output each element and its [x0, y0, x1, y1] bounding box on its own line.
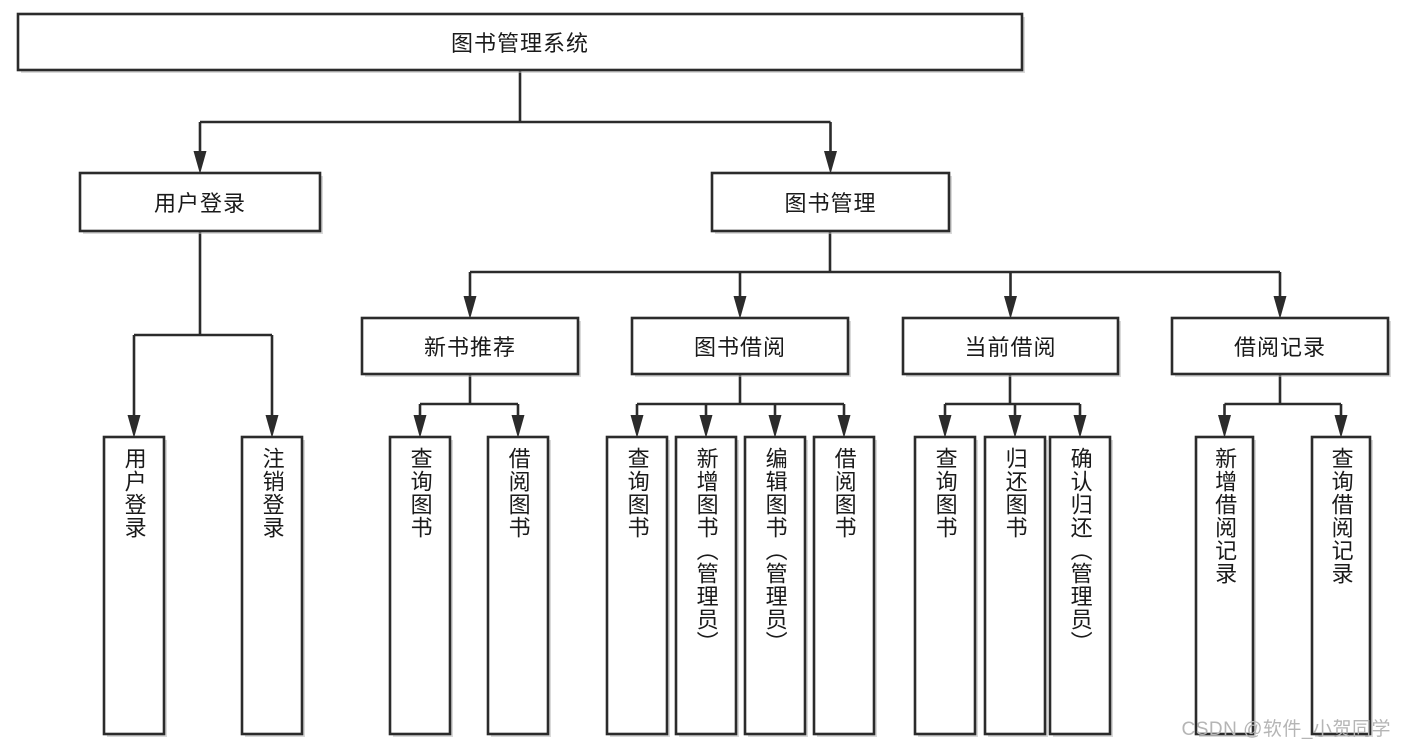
node-leaf-borrow-book-recommend[interactable] [486, 435, 551, 737]
node-leaf-borrow-book[interactable] [812, 435, 877, 737]
node-leaf-query-book-current[interactable] [913, 435, 978, 737]
connector-root-to-level1 [193, 70, 837, 174]
connector-recommend-to-leaves [413, 374, 525, 438]
node-book-borrow[interactable] [630, 316, 851, 377]
node-leaf-user-login[interactable] [102, 435, 167, 737]
node-current-borrow[interactable] [901, 316, 1121, 377]
node-leaf-add-borrow-record[interactable] [1194, 435, 1256, 737]
node-leaf-query-borrow-record[interactable] [1310, 435, 1373, 737]
node-new-book-recommend[interactable] [360, 316, 581, 377]
connector-borrow-to-leaves [630, 374, 851, 438]
connector-record-to-leaves [1218, 374, 1348, 438]
connector-layer [127, 70, 1348, 438]
node-leaf-query-book-recommend[interactable] [388, 435, 453, 737]
node-leaf-logout[interactable] [240, 435, 305, 737]
node-leaf-edit-book-admin[interactable] [743, 435, 808, 737]
node-leaf-add-book-admin[interactable] [674, 435, 739, 737]
connector-current-to-leaves [938, 374, 1087, 438]
node-root[interactable] [16, 12, 1025, 73]
node-leaf-confirm-return-admin[interactable] [1048, 435, 1113, 737]
node-borrow-record[interactable] [1170, 316, 1391, 377]
node-leaf-query-book-borrow[interactable] [605, 435, 670, 737]
connector-user-login-to-leaves [127, 231, 279, 438]
connector-bookmgmt-to-level2 [463, 231, 1287, 319]
node-box-layer [16, 12, 1391, 737]
node-user-login[interactable] [78, 171, 323, 234]
node-book-management[interactable] [710, 171, 952, 234]
node-leaf-return-book[interactable] [983, 435, 1048, 737]
